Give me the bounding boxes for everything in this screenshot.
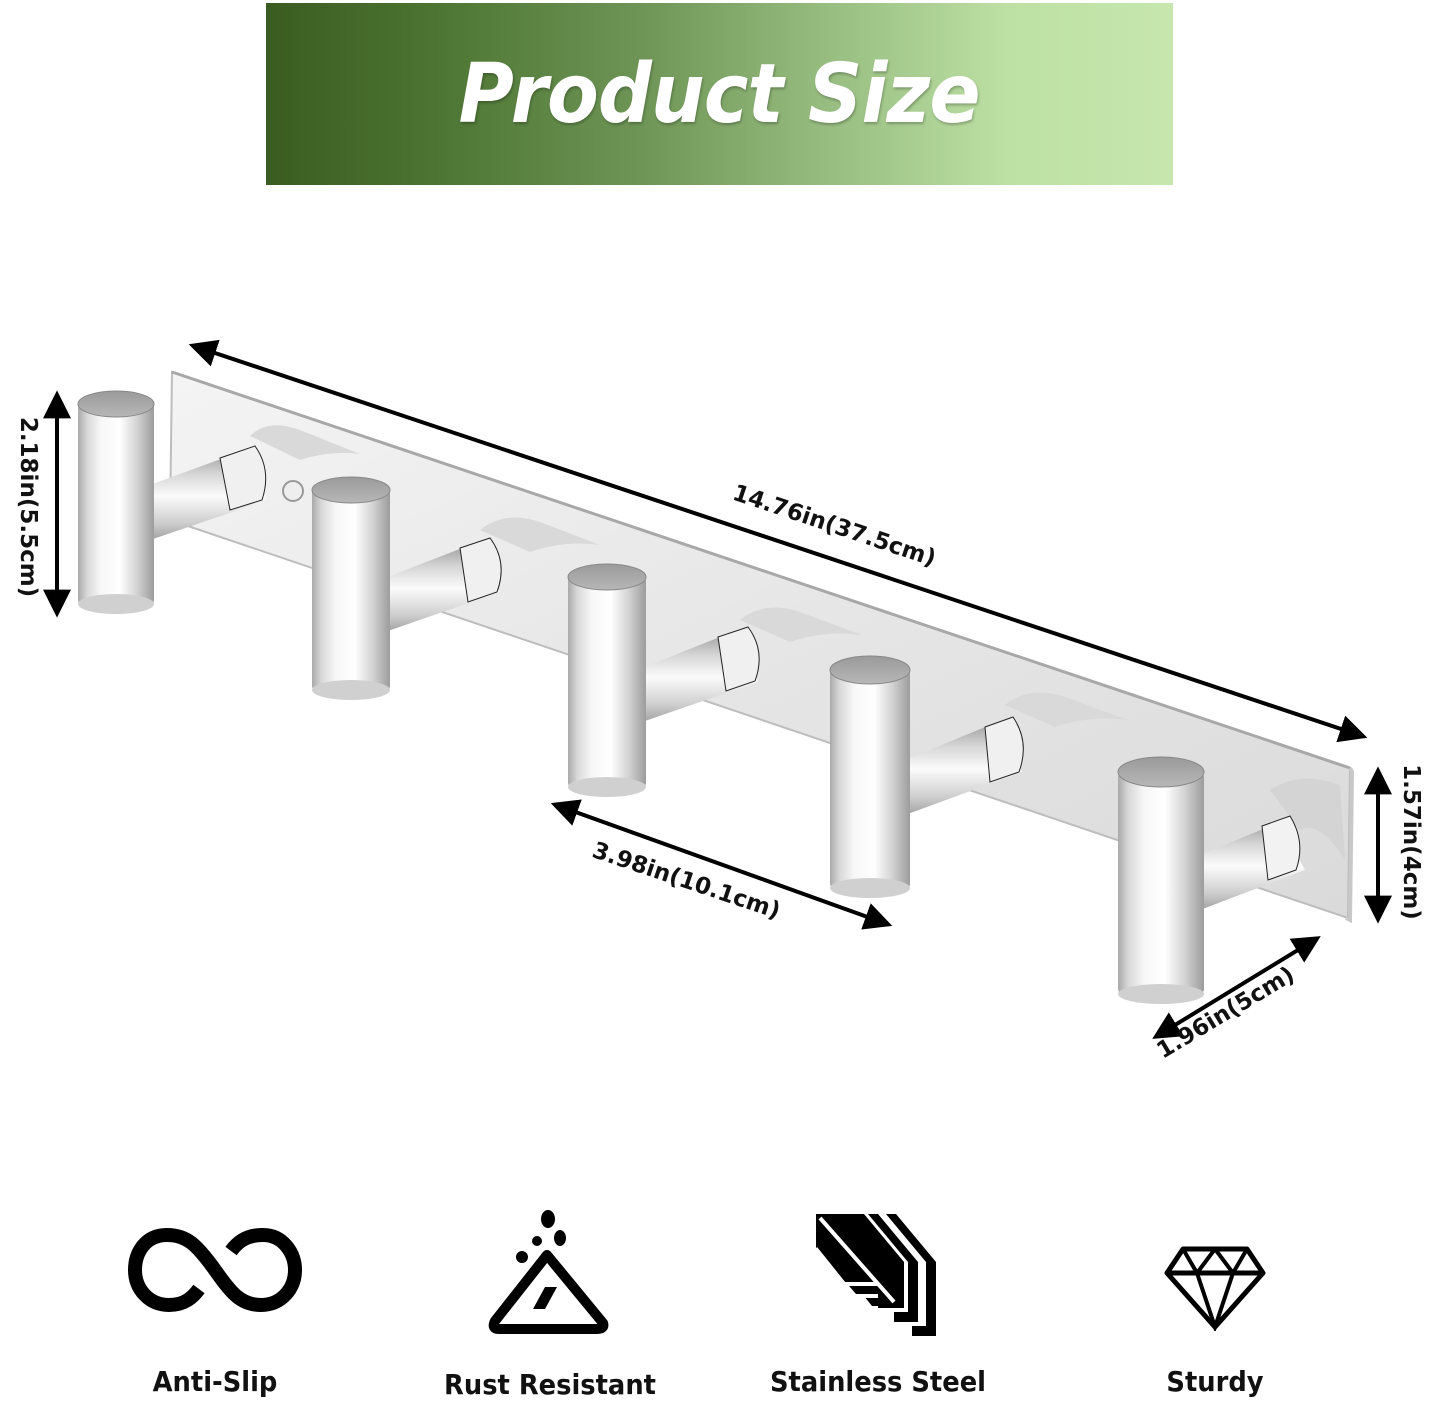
hook-depth-arrow [1152, 936, 1321, 1039]
feature-label: Rust Resistant [444, 1368, 656, 1401]
feature-label: Anti-Slip [152, 1365, 278, 1398]
plate-height-label: 1.57in(4cm) [1397, 764, 1424, 920]
infinity-icon [125, 1205, 305, 1335]
banner-title: Product Size [458, 46, 981, 142]
product-size-banner: Product Size [266, 3, 1173, 185]
steel-bars-icon [788, 1205, 968, 1345]
feature-rust-resistant: Rust Resistant [430, 1205, 670, 1410]
diamond-icon [1125, 1243, 1305, 1333]
rust-resistant-icon [460, 1205, 640, 1335]
feature-label: Sturdy [1166, 1365, 1264, 1398]
hook-height-label: 2.18in(5.5cm) [15, 416, 42, 598]
product-illustration [43, 339, 1392, 1039]
length-arrow [188, 339, 1368, 743]
feature-sturdy: Sturdy [1095, 1205, 1335, 1410]
dimension-arrows [43, 339, 1392, 1039]
feature-stainless-steel: Stainless Steel [758, 1205, 998, 1410]
feature-label: Stainless Steel [770, 1365, 986, 1398]
hook-spacing-arrow [550, 799, 893, 930]
feature-anti-slip: Anti-Slip [95, 1205, 335, 1410]
